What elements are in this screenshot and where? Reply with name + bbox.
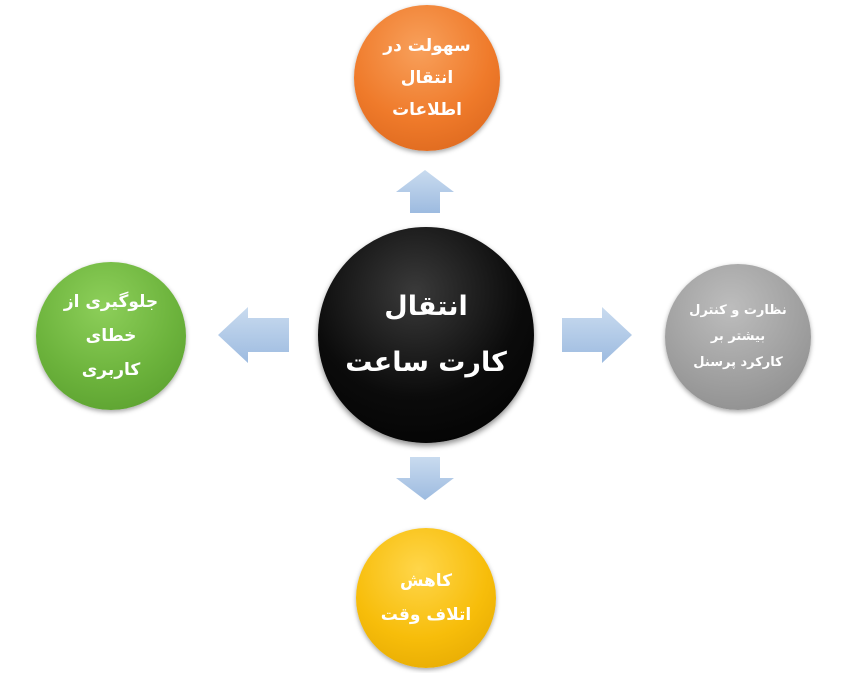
arrow-up xyxy=(396,170,454,213)
arrow-down xyxy=(396,457,454,500)
arrow-right xyxy=(562,307,632,363)
left-line-3: کاربری xyxy=(81,360,141,380)
center-line-1: انتقال xyxy=(384,291,468,322)
top-line-1: سهولت در xyxy=(383,36,471,56)
top-node: سهولت در انتقال اطلاعات xyxy=(354,5,500,151)
left-node: جلوگیری از خطای کاربری xyxy=(36,262,186,410)
arrow-left xyxy=(218,307,289,363)
top-line-3: اطلاعات xyxy=(392,100,462,120)
right-node: نظارت و کنترل بیشتر بر کارکرد پرسنل xyxy=(665,264,811,410)
center-line-2: کارت ساعت xyxy=(345,347,507,378)
left-line-1: جلوگیری از xyxy=(63,292,159,312)
center-node: انتقال کارت ساعت xyxy=(318,227,534,443)
bottom-line-1: کاهش xyxy=(399,571,453,591)
bottom-line-2: اتلاف وقت xyxy=(380,605,472,625)
left-line-2: خطای xyxy=(85,326,137,346)
right-line-2: بیشتر بر xyxy=(710,329,766,344)
bottom-node: کاهش اتلاف وقت xyxy=(356,528,496,668)
right-line-1: نظارت و کنترل xyxy=(689,303,787,318)
right-line-3: کارکرد پرسنل xyxy=(693,355,783,370)
top-line-2: انتقال xyxy=(400,68,454,88)
